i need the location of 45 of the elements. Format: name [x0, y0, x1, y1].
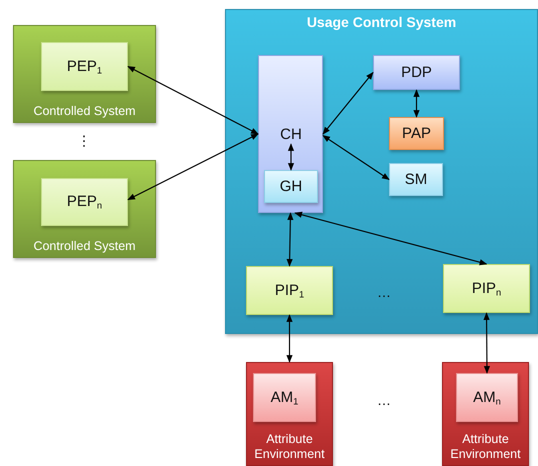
component-box — [41, 42, 128, 91]
component-box — [373, 55, 460, 90]
component-label: AM$_{1}$ — [270, 388, 298, 406]
component-box — [456, 373, 518, 422]
component-box — [253, 373, 316, 422]
ellipsis-label: … — [377, 392, 391, 408]
system-panel — [225, 9, 538, 334]
handler-box — [258, 55, 323, 213]
component-label: PDP — [401, 64, 432, 82]
environment-panel — [442, 362, 529, 466]
component-label: GH — [280, 178, 302, 196]
component-label: PIP$_{1}$ — [274, 282, 304, 300]
component-label: PEP$_{1}$ — [66, 58, 102, 76]
connector-arrow — [286, 212, 294, 267]
connector-arrow — [294, 212, 488, 266]
connector-arrow — [127, 134, 259, 200]
connector-arrow — [286, 314, 293, 363]
ellipsis-label: … — [377, 284, 391, 300]
component-box — [443, 264, 530, 313]
component-box — [389, 117, 444, 150]
connector-arrow — [483, 312, 490, 374]
system-panel — [13, 160, 156, 258]
panel-title: Attribute Environment — [449, 432, 522, 461]
connector-arrow — [322, 72, 374, 135]
panel-title: Controlled System — [33, 238, 136, 253]
panel-title: Attribute Environment — [253, 432, 326, 461]
system-panel — [13, 25, 156, 123]
component-label: PEP$_{n}$ — [66, 193, 102, 211]
connector-arrow — [127, 66, 259, 134]
component-label: SM — [404, 170, 428, 188]
panel-title: Controlled System — [33, 104, 136, 118]
panel-title: Usage Control System — [306, 14, 456, 30]
environment-panel — [246, 362, 333, 466]
component-label: PAP — [402, 124, 431, 142]
component-label: AM$_{n}$ — [473, 388, 501, 406]
component-box — [264, 170, 318, 203]
component-box — [41, 178, 128, 226]
component-label: CH — [276, 125, 306, 144]
connector-arrow — [322, 135, 390, 180]
connector-arrow — [288, 143, 294, 171]
component-box — [389, 163, 443, 196]
connector-arrow — [413, 89, 420, 118]
ellipsis-label: ⋮ — [77, 132, 91, 150]
component-box — [246, 266, 333, 315]
component-label: PIP$_{n}$ — [472, 280, 502, 298]
